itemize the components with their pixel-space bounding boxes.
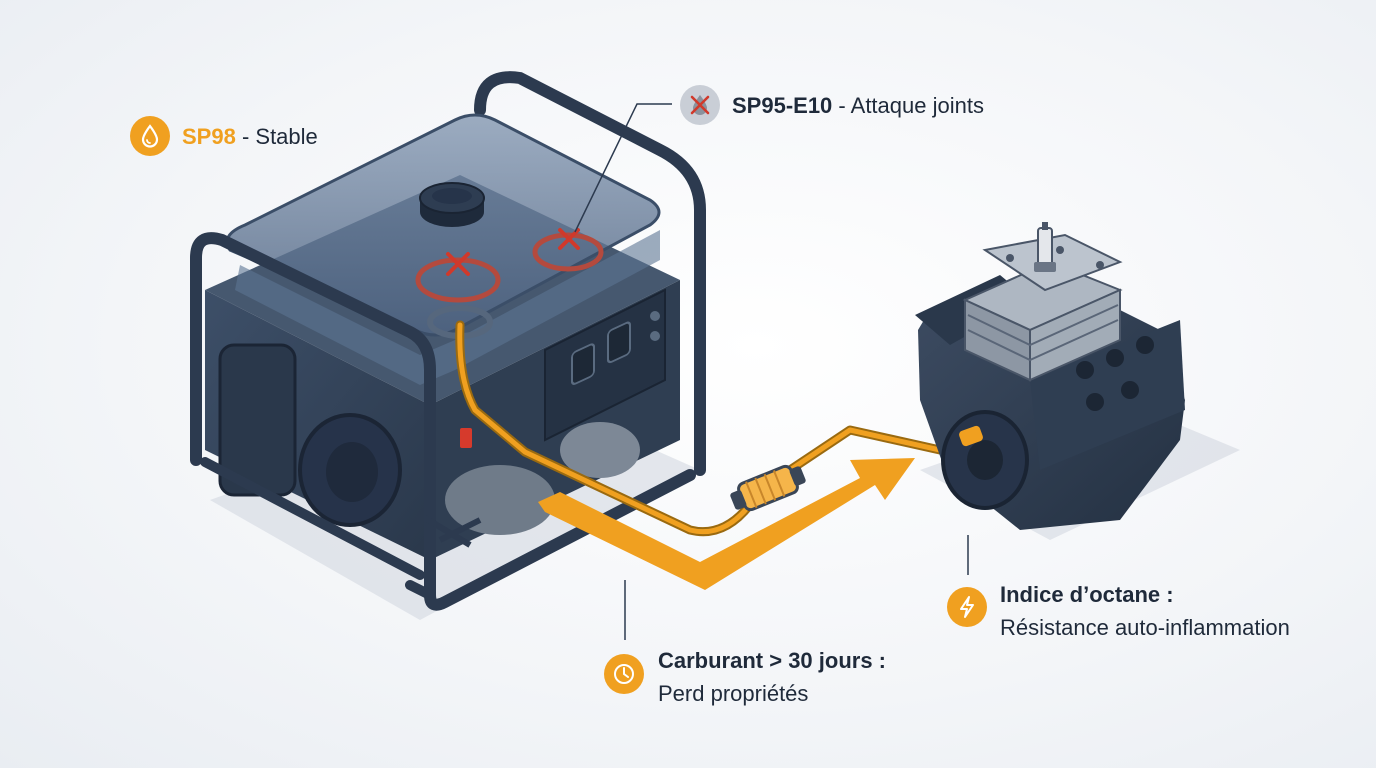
control-panel xyxy=(544,288,666,442)
generator-frame-front xyxy=(190,232,696,611)
panel-knob-2 xyxy=(650,331,660,341)
fuel-age-title: Carburant > 30 jours : xyxy=(658,648,887,673)
seal-damaged-2 xyxy=(532,228,604,272)
fuel-tank xyxy=(225,113,661,385)
sp95-name: SP95-E10 xyxy=(732,93,833,118)
label-sp95-e10: SP95-E10 - Attaque joints xyxy=(732,92,984,119)
lightning-icon xyxy=(947,587,987,627)
leader-sp95 xyxy=(574,103,672,233)
generator xyxy=(190,71,706,611)
generator-frame-back xyxy=(474,71,706,476)
panel-knob-1 xyxy=(650,311,660,321)
leader-lines xyxy=(574,103,969,640)
fuel-cap xyxy=(419,182,485,227)
no-drop-icon xyxy=(680,85,720,125)
fuel-filter xyxy=(730,464,806,512)
engine xyxy=(915,222,1185,530)
generator-frame-base xyxy=(200,457,435,600)
label-sp98: SP98 - Stable xyxy=(182,123,318,150)
sp98-name: SP98 xyxy=(182,124,236,149)
sp98-separator: - xyxy=(235,124,256,149)
octane-title: Indice d’octane : xyxy=(1000,582,1174,607)
octane-desc: Résistance auto-inflammation xyxy=(1000,615,1290,640)
drop-icon xyxy=(130,116,170,156)
outlet-1 xyxy=(571,343,595,385)
sp95-separator: - xyxy=(832,93,851,118)
fuel-line xyxy=(455,320,975,537)
red-switch xyxy=(460,428,472,448)
spark-plug xyxy=(1034,222,1056,272)
fuel-age-desc: Perd propriétés xyxy=(658,681,809,706)
flow-arrow xyxy=(538,458,915,590)
sp95-desc: Attaque joints xyxy=(850,93,984,118)
label-fuel-age: Carburant > 30 jours : Perd propriétés xyxy=(658,647,886,707)
seal-damaged-1 xyxy=(415,252,501,303)
cylinder-head xyxy=(962,233,1123,382)
clock-icon xyxy=(604,654,644,694)
outlet-2 xyxy=(607,321,631,364)
label-octane: Indice d’octane : Résistance auto-inflam… xyxy=(1000,581,1290,641)
sp98-desc: Stable xyxy=(255,124,318,149)
